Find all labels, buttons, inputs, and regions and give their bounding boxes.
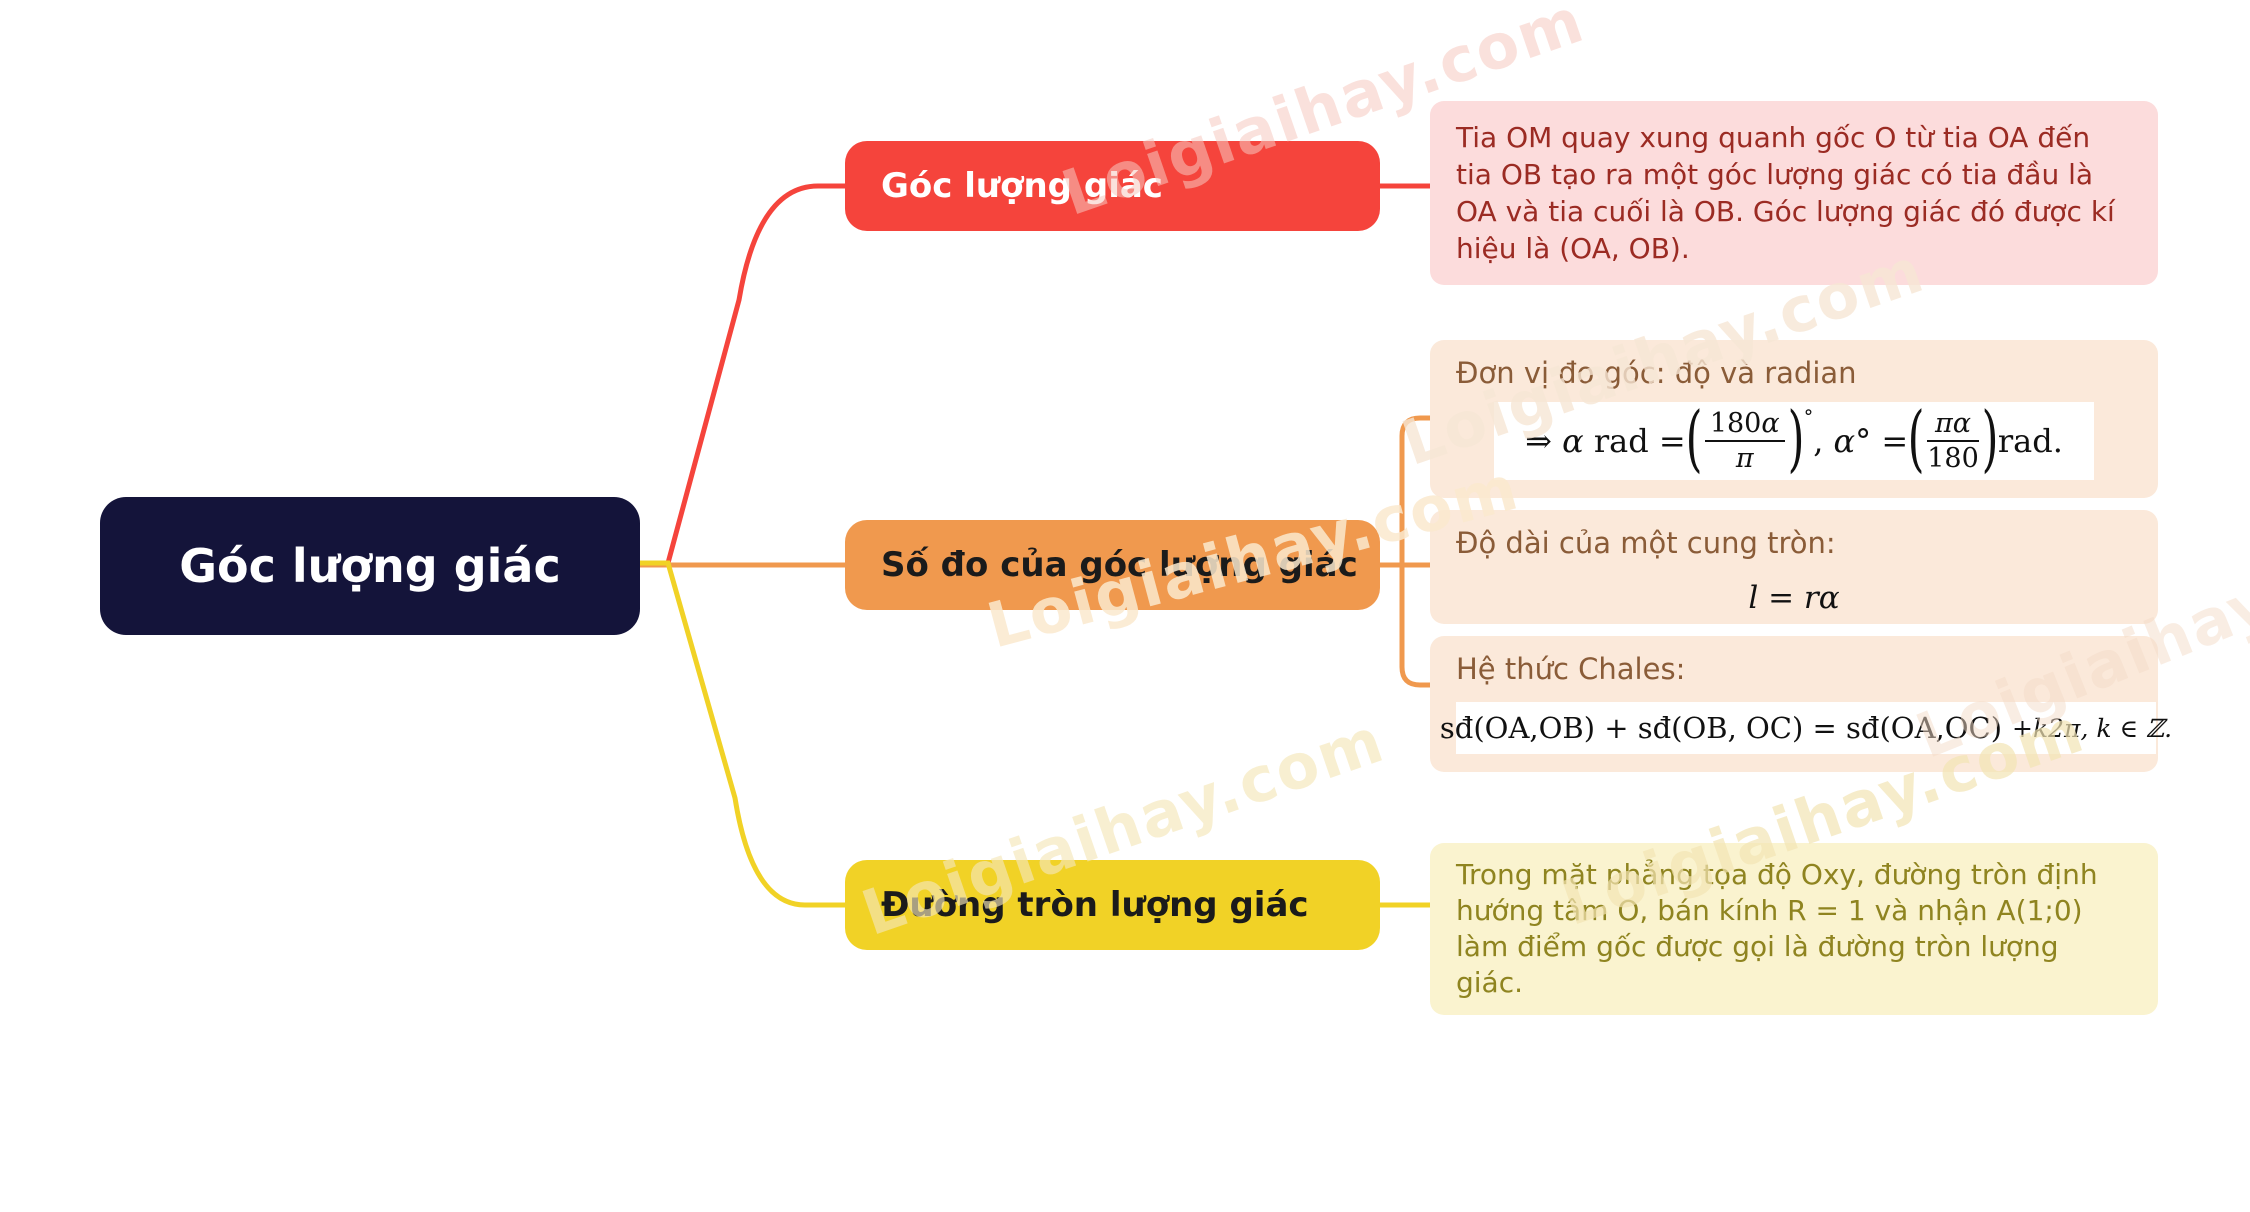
connector-branch1 [637,183,848,566]
note-box-duong-tron: Trong mặt phẳng tọa độ Oxy, đường tròn đ… [1430,843,2158,1015]
formula-chales: sđ(OA,OB) + sđ(OB, OC) = sđ(OA,OC) +k2π,… [1440,702,2172,754]
math-chales-main: sđ(OA,OB) + sđ(OB, OC) = sđ(OA,OC) [1439,711,2003,745]
note-text: Trong mặt phẳng tọa độ Oxy, đường tròn đ… [1456,858,2098,999]
topic-node-label: Góc lượng giác [881,166,1163,206]
note-box-he-thuc-chales: Hệ thức Chales: sđ(OA,OB) + sđ(OB, OC) =… [1430,636,2172,772]
connector-branch2-top [1399,415,1435,568]
math-den: 180 [1927,443,1979,474]
note-heading: Đơn vị đo góc: độ và radian [1456,356,1857,390]
math-rad-suffix: rad. [1997,422,2063,460]
topic-node-duong-tron[interactable]: Đường tròn lượng giác [845,860,1380,950]
connector-branch2-bottom [1399,562,1435,688]
formula-arc-length: l = rα [1748,580,1840,616]
topic-node-so-do[interactable]: Số đo của góc lượng giác [845,520,1380,610]
topic-node-label: Đường tròn lượng giác [881,885,1309,925]
math-equals: = [1881,422,1909,460]
note-box-don-vi-do-goc: Đơn vị đo góc: độ và radian ⇒ α rad =(18… [1430,340,2158,498]
note-text: Tia OM quay xung quanh gốc O từ tia OA đ… [1456,121,2115,265]
math-degree-sup: ° [1803,406,1814,428]
note-box-goc-luong-giac: Tia OM quay xung quanh gốc O từ tia OA đ… [1430,101,2158,285]
math-chales-tail: +k2π, k ∈ ℤ. [2012,713,2173,743]
note-heading: Hệ thức Chales: [1456,652,1686,686]
root-node-label: Góc lượng giác [179,539,561,593]
math-num: 180 [1709,407,1762,439]
math-num: πα [1927,408,1979,442]
topic-node-goc-luong-giac[interactable]: Góc lượng giác [845,141,1380,231]
math-alpha-deg: α° [1833,422,1872,460]
math-comma: , [1813,422,1824,460]
math-alpha: α [1562,422,1584,460]
math-equals: = [1658,422,1686,460]
math-num-var: α [1761,407,1780,439]
note-heading: Độ dài của một cung tròn: [1456,526,1836,560]
math-arrow: ⇒ [1525,422,1552,460]
math-den: π [1735,443,1754,474]
note-box-do-dai-cung-tron: Độ dài của một cung tròn: l = rα [1430,510,2158,624]
math-rad: rad [1593,422,1649,460]
connector-branch3 [637,560,848,908]
topic-node-label: Số đo của góc lượng giác [881,545,1358,585]
root-node[interactable]: Góc lượng giác [100,497,640,635]
